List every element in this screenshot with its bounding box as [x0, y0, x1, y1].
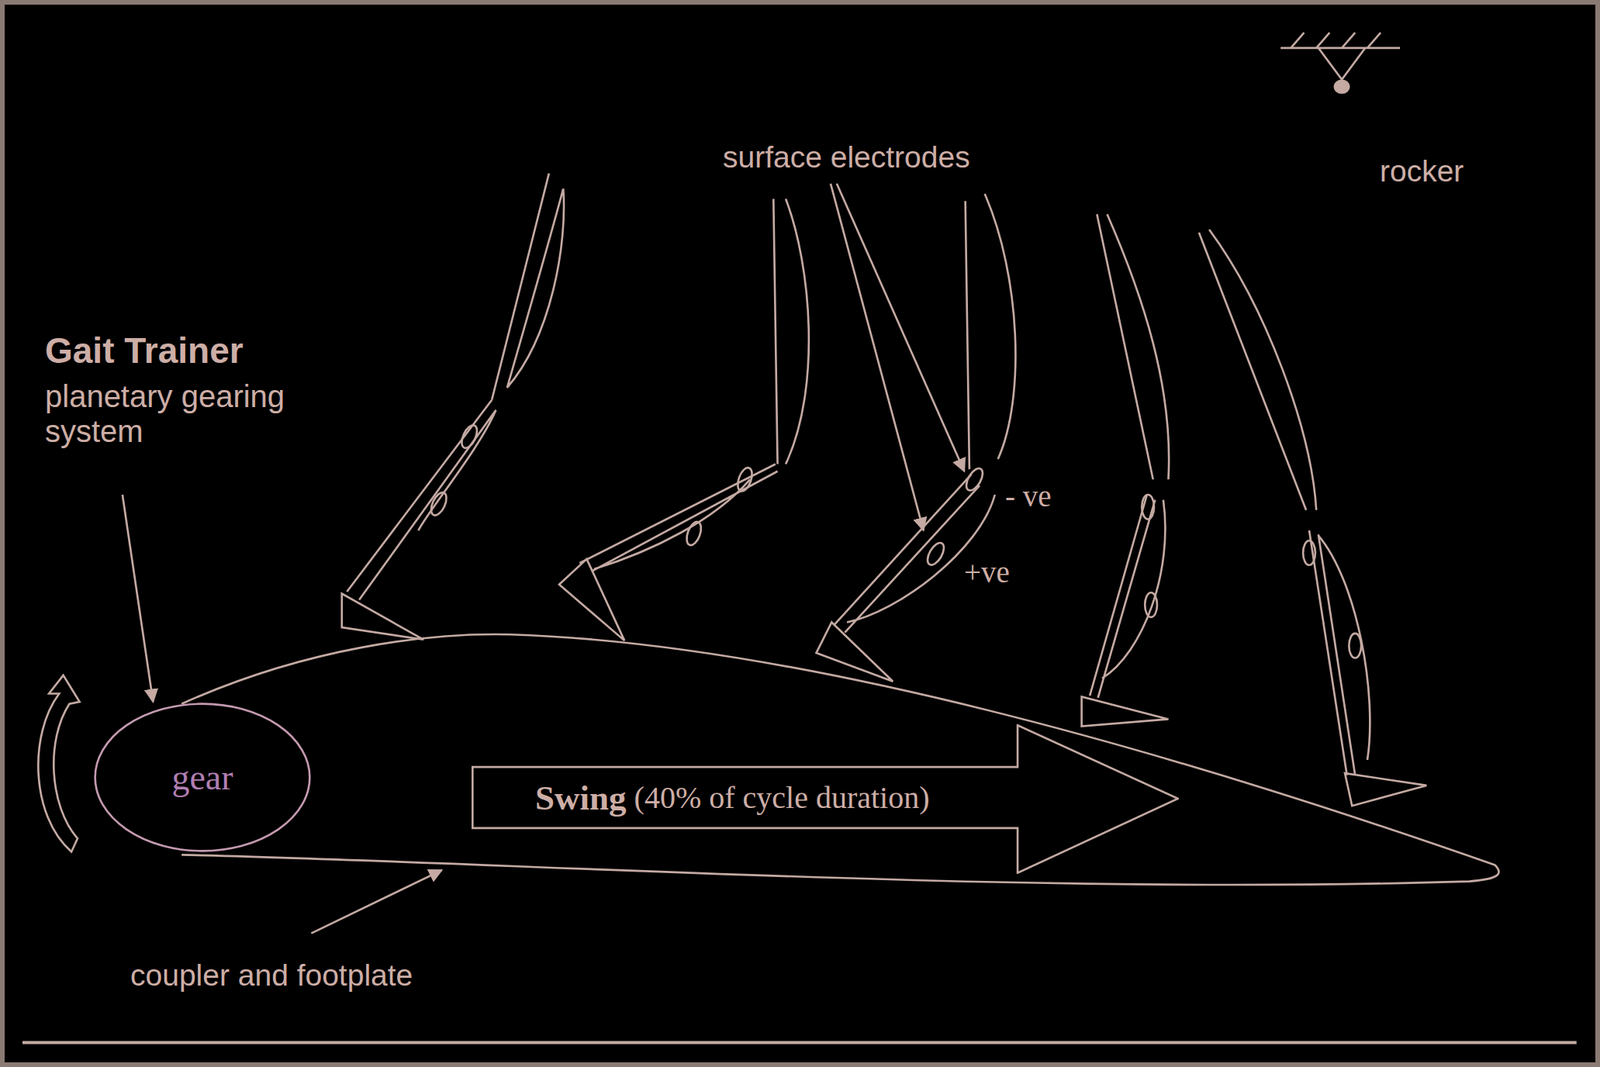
polarity-label: +ve — [964, 553, 1010, 592]
heading-label: Gait Trainer — [44, 328, 244, 374]
node-title: Swing — [535, 777, 627, 819]
subheading-label: planetary gearing system — [44, 379, 352, 450]
node-title: gear — [171, 756, 233, 799]
part-label: rocker — [1379, 152, 1464, 191]
polarity-label: - ve — [1005, 477, 1052, 516]
part-label: coupler and footplate — [130, 957, 413, 996]
callout-label: surface electrodes — [722, 138, 971, 177]
gear-ellipse: gear — [93, 701, 312, 854]
swing-arrow: Swing(40% of cycle duration) — [471, 724, 1179, 875]
node-note: (40% of cycle duration) — [634, 779, 930, 816]
